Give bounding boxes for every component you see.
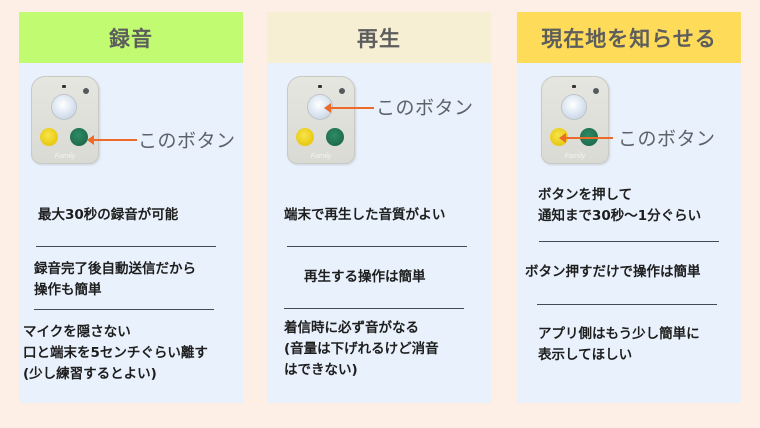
speaker-slot-icon <box>572 85 576 88</box>
point-2: ボタン押すだけで操作は簡単 <box>525 264 701 280</box>
point-1: 最大30秒の録音が可能 <box>38 207 179 223</box>
point-2: 再生する操作は簡単 <box>304 269 426 285</box>
device-brand-label: Family <box>310 153 332 160</box>
divider <box>34 309 214 310</box>
center-button-icon <box>562 95 586 119</box>
panel-recording: 録音 Family このボタン 最大30秒の録音が可能 録音完了後自動送信だから… <box>19 12 243 403</box>
panel-title: 再生 <box>357 26 401 51</box>
center-button-icon <box>52 95 76 119</box>
device-image: Family <box>541 76 609 164</box>
callout-label: このボタン <box>138 130 236 152</box>
device-illustration-area: Family このボタン <box>19 63 243 173</box>
mic-hole-icon <box>83 88 89 94</box>
point-1: ボタンを押して 通知まで30秒〜1分ぐらい <box>538 187 702 224</box>
point-1: 端末で再生した音質がよい <box>284 207 446 223</box>
point-2: 録音完了後自動送信だから 操作も簡単 <box>34 261 196 298</box>
point-3: 着信時に必ず音がなる (音量は下げれるけど消音 はできない) <box>284 320 439 378</box>
device-illustration-area: Family このボタン <box>517 63 741 173</box>
panel-header-playback: 再生 <box>267 12 491 63</box>
mic-hole-icon <box>339 88 345 94</box>
divider <box>287 246 467 247</box>
point-3: マイクを隠さない 口と端末を5センチぐらい離す (少し練習するとよい) <box>23 324 208 382</box>
arrow-left-icon <box>559 133 613 143</box>
point-3: アプリ側はもう少し簡単に 表示してほしい <box>538 326 700 363</box>
green-button-icon <box>70 128 88 146</box>
divider <box>539 241 719 242</box>
speaker-slot-icon <box>62 85 66 88</box>
yellow-button-icon <box>40 128 58 146</box>
divider <box>537 304 717 305</box>
device-brand-label: Family <box>564 153 586 160</box>
device-image: Family <box>31 76 99 164</box>
device-image: Family <box>287 76 355 164</box>
panel-header-location: 現在地を知らせる <box>517 12 741 63</box>
divider <box>284 308 464 309</box>
green-button-icon <box>326 128 344 146</box>
mic-hole-icon <box>593 88 599 94</box>
panel-location: 現在地を知らせる Family このボタン ボタンを押して 通知まで30秒〜1分… <box>517 12 741 403</box>
speaker-slot-icon <box>318 85 322 88</box>
yellow-button-icon <box>296 128 314 146</box>
panel-title: 録音 <box>109 26 153 51</box>
panel-playback: 再生 Family このボタン 端末で再生した音質がよい 再生する操作は簡単 着… <box>267 12 491 403</box>
divider <box>36 246 216 247</box>
panel-title: 現在地を知らせる <box>541 26 717 51</box>
callout-label: このボタン <box>618 128 716 150</box>
panel-header-recording: 録音 <box>19 12 243 63</box>
device-illustration-area: Family このボタン <box>267 63 491 173</box>
callout-label: このボタン <box>376 97 474 119</box>
arrow-left-icon <box>324 103 374 113</box>
device-brand-label: Family <box>54 153 76 160</box>
arrow-left-icon <box>87 135 137 145</box>
